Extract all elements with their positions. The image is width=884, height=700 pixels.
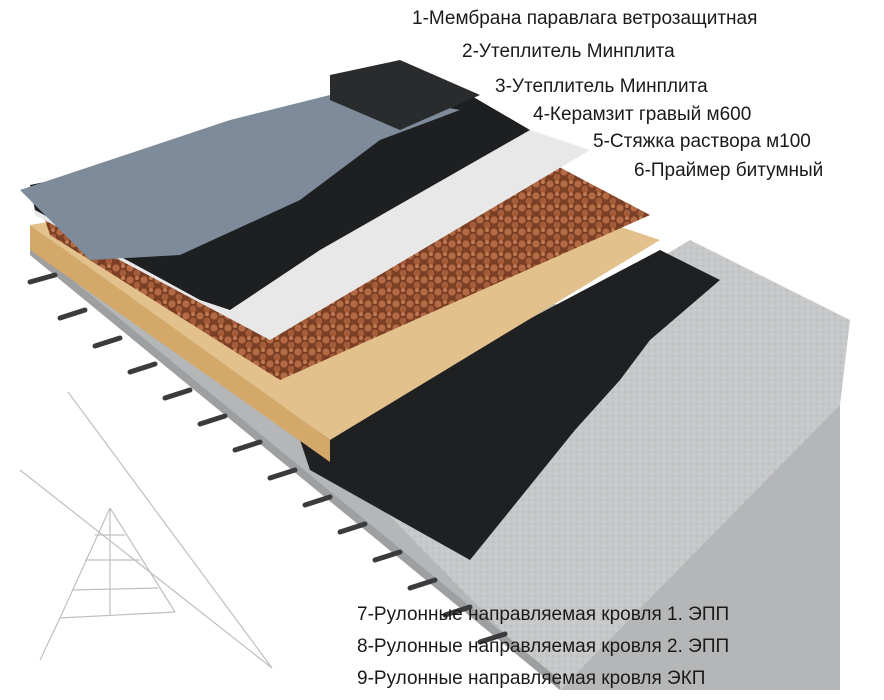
layer-label-2: 2-Утеплитель Минплита [462, 41, 675, 62]
layer-label-7: 7-Рулонные направляемая кровля 1. ЭПП [357, 604, 730, 625]
layer-label-9: 9-Рулонные направляемая кровля ЭКП [357, 668, 706, 689]
bitumen-lower-membrane [300, 250, 720, 560]
rebar-ends [27, 272, 508, 645]
layer-label-8: 8-Рулонные направляемая кровля 2. ЭПП [357, 636, 730, 657]
layer-label-3: 3-Утеплитель Минплита [495, 76, 708, 97]
triangle-grid-logo [19, 391, 273, 669]
layer-label-5: 5-Стяжка раствора м100 [593, 131, 811, 152]
concrete-slab-top [330, 240, 850, 690]
layer-label-4: 4-Керамзит гравый м600 [533, 104, 752, 125]
roofing-sheet-dark [330, 60, 480, 130]
layer-label-6: 6-Праймер битумный [634, 160, 824, 181]
insulation-side [30, 225, 330, 462]
roofing-sheet-top [20, 90, 460, 260]
layer-label-1: 1-Мембрана паравлага ветрозащитная [412, 8, 758, 29]
